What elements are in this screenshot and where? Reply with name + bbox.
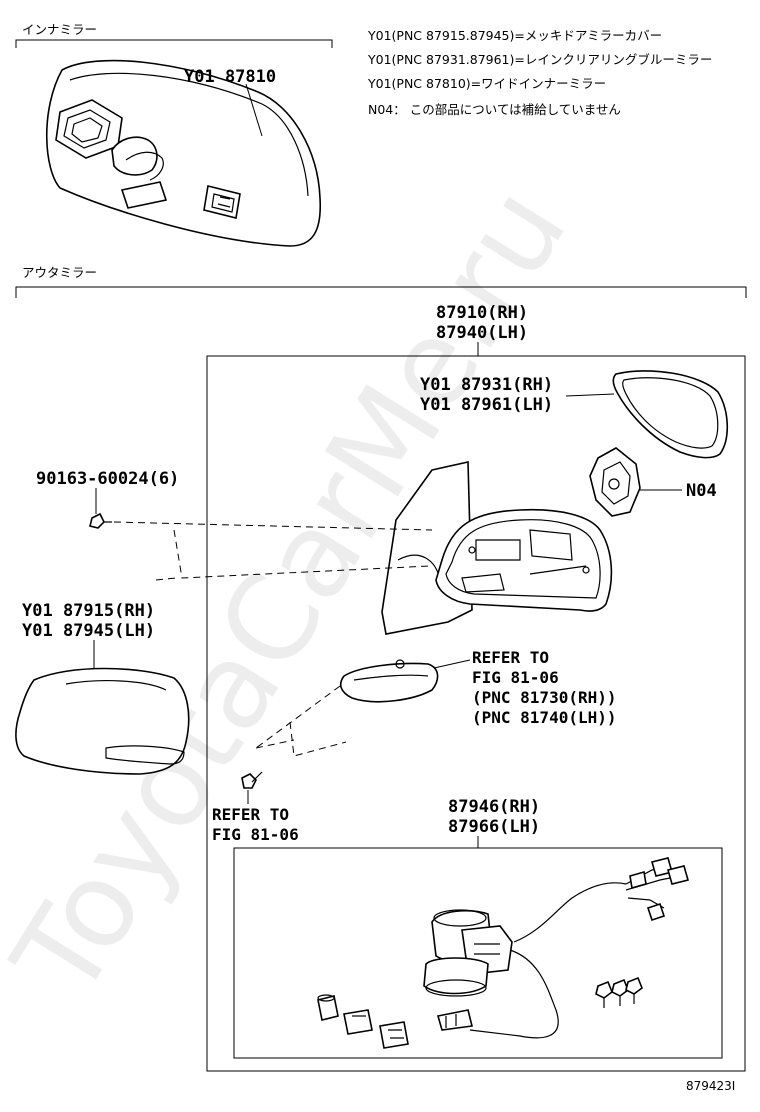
label-mirror-glass-lh: Y01 87961(LH) [420,395,553,415]
note-line-4: N04： この部品については補給していません [368,102,621,117]
label-mirror-assy-rh: 87910(RH) [436,303,528,323]
label-screw: 90163-60024(6) [36,469,179,489]
label-cover-rh: Y01 87915(RH) [22,601,155,621]
note-line-1: Y01(PNC 87915.87945)=メッキドアミラーカバー [367,28,662,43]
motor-drawing [423,882,627,1039]
label-motor-rh: 87946(RH) [448,797,540,817]
dash-line-lamp-middle [289,721,347,757]
outer-mirror-assembly-frame [206,355,746,1072]
dash-line-lamp-bottom [255,739,295,749]
bushings-drawing [317,994,409,1049]
label-refer-to-2: REFER TO [212,805,289,824]
screw-drawing [89,512,112,529]
note-line-2: Y01(PNC 87931.87961)=レインクリアリングブルーミラー [367,52,712,67]
wire-harness-drawing [436,857,689,1031]
mirror-housing-drawing [435,508,613,612]
label-fig-2: FIG 81-06 [212,825,299,844]
figure-number: 879423I [686,1079,735,1093]
leader-mirror-glass [565,393,615,397]
label-fig-1: FIG 81-06 [472,668,559,687]
label-refer-to-1: REFER TO [472,648,549,667]
lamp-screw-drawing [241,771,263,789]
dash-line-screw-lower [155,577,177,581]
label-mirror-glass-rh: Y01 87931(RH) [420,375,553,395]
leader-inner-mirror [245,83,263,137]
dash-line-lamp-left [255,685,341,749]
section-bracket-outer [15,286,747,298]
small-screws-drawing [595,976,643,1008]
leader-turn-signal [433,659,471,669]
inner-mirror-drawing [45,59,322,247]
note-line-3: Y01(PNC 87810)=ワイドインナーミラー [367,76,606,91]
label-inner-mirror-part: Y01 87810 [184,67,276,87]
label-pnc-rh: (PNC 81730(RH)) [472,688,617,707]
section-title-inner-mirror: インナミラー [22,22,97,37]
turn-signal-lamp-drawing [339,659,439,703]
dash-line-screw-middle [173,529,431,579]
label-n04: N04 [686,481,717,501]
section-title-outer-mirror: アウタミラー [22,265,97,280]
motor-sub-assembly-frame [233,847,723,1059]
mirror-cover-drawing [15,667,190,775]
n04-actuator-drawing [589,447,641,517]
label-pnc-lh: (PNC 81740(LH)) [472,708,617,727]
label-cover-lh: Y01 87945(LH) [22,621,155,641]
mirror-glass-drawing [612,370,729,459]
label-motor-lh: 87966(LH) [448,817,540,837]
section-bracket-inner [15,39,333,48]
dash-line-screw-upper [113,521,433,531]
label-mirror-assy-lh: 87940(LH) [436,323,528,343]
